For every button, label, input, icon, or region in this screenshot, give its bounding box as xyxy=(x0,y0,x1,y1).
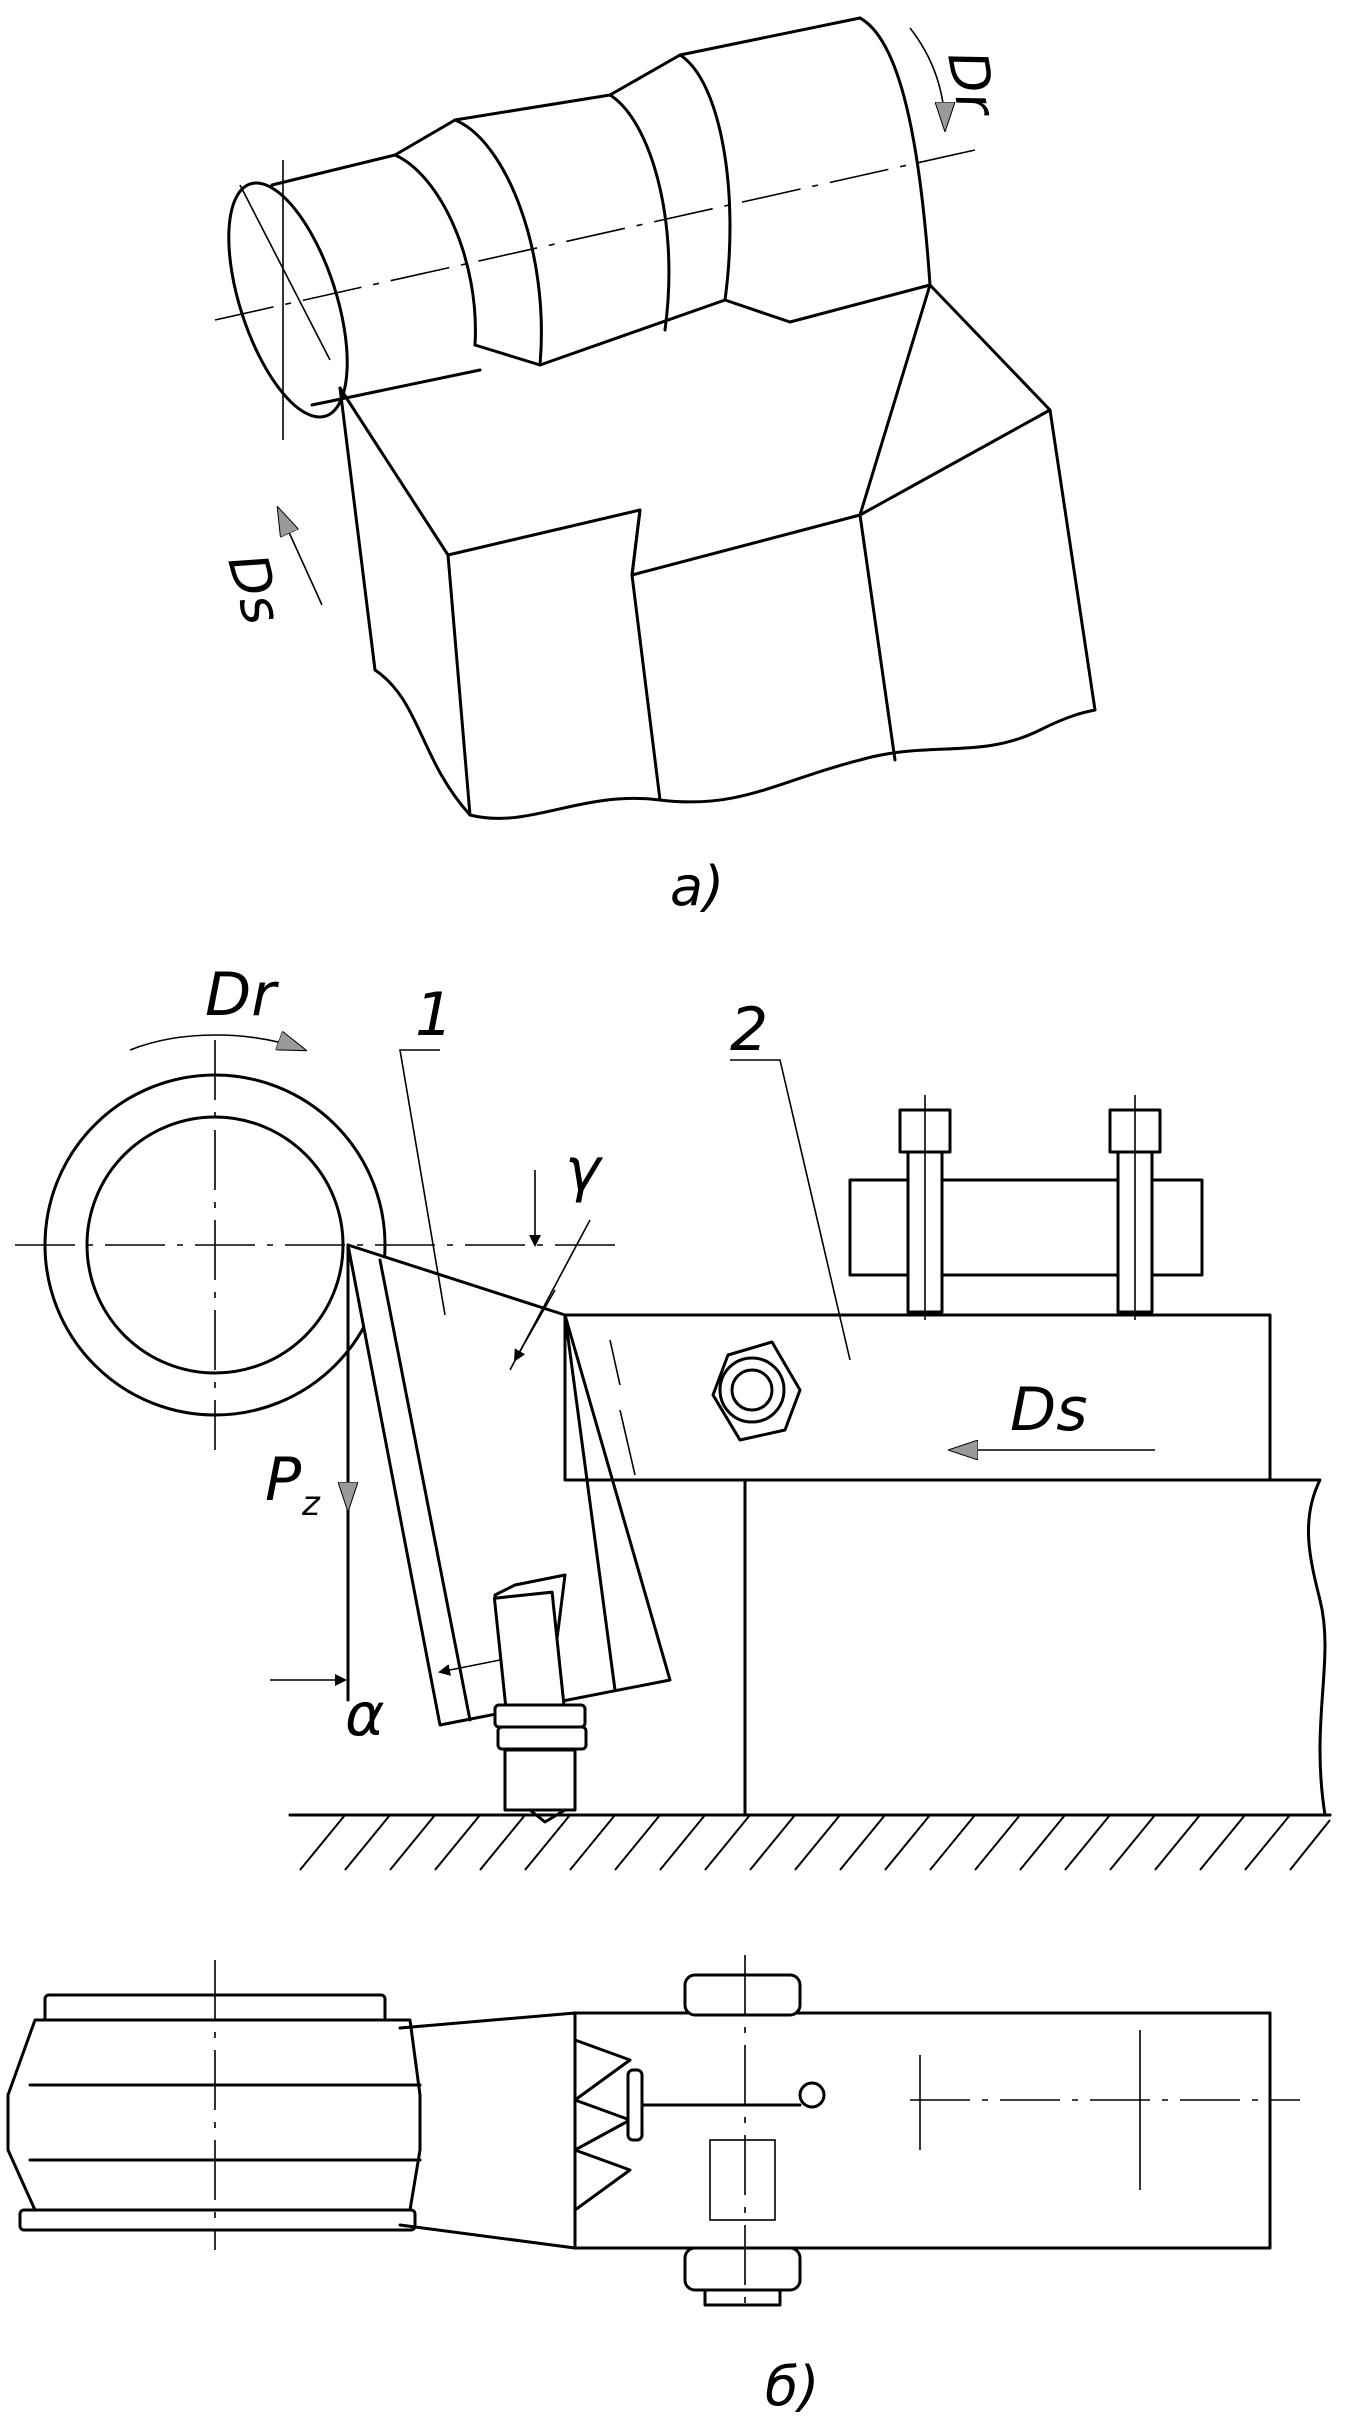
ground-hatching xyxy=(299,1814,1331,1871)
workpiece-section xyxy=(15,1040,625,1450)
holder-body xyxy=(563,1313,1272,1482)
tool-holder-2: Ds xyxy=(563,1095,1272,1482)
clamp-bolt-right xyxy=(1108,1095,1162,1320)
feed-arrow-a: Ds xyxy=(215,508,323,631)
part-2-label: 2 xyxy=(730,995,768,1065)
holder-plan xyxy=(398,1955,1300,2310)
caption-a: а) xyxy=(670,855,724,918)
workpiece-plan xyxy=(6,1960,422,2250)
figure-b-side-view: Dr 1 2 γ P z xyxy=(15,960,1332,1871)
workpiece-shaft xyxy=(214,16,976,440)
force-label-sub: z xyxy=(301,1484,321,1524)
shaft-axis xyxy=(214,149,976,321)
shaft-end-face xyxy=(227,181,349,419)
adjusting-bolt xyxy=(492,1573,588,1824)
rotation-arrow-b: Dr xyxy=(129,960,305,1050)
rake-angle: γ xyxy=(509,1135,604,1371)
feed-label-a: Ds xyxy=(215,547,294,631)
clearance-angle: α xyxy=(270,1659,501,1750)
rake-angle-label: γ xyxy=(565,1135,604,1205)
rotation-arrow-a: Dr xyxy=(909,27,1009,130)
figure-b-plan-view: б) xyxy=(6,1955,1300,2418)
clamp-bolt-left xyxy=(898,1095,952,1320)
caption-b: б) xyxy=(765,2355,819,2418)
top-nut xyxy=(683,1973,802,2017)
clearance-angle-label: α xyxy=(345,1680,385,1750)
figure-a: Dr Ds а) xyxy=(214,16,1097,918)
machine-base xyxy=(288,1478,1332,1871)
force-label-main: P xyxy=(265,1445,302,1515)
feed-label-b: Ds xyxy=(1010,1375,1087,1445)
rotation-label-a: Dr xyxy=(935,46,1009,123)
hex-nut xyxy=(711,1340,802,1442)
leader-lines: 1 2 xyxy=(399,980,851,1361)
cutting-tool-1 xyxy=(346,1243,672,1727)
rotation-label-b: Dr xyxy=(205,960,279,1030)
cutting-tool-a xyxy=(338,283,1097,820)
part-1-label: 1 xyxy=(415,980,453,1050)
clamp-bar xyxy=(848,1178,1204,1277)
bottom-nut xyxy=(683,2246,802,2292)
cutting-force: P z xyxy=(265,1445,348,1524)
